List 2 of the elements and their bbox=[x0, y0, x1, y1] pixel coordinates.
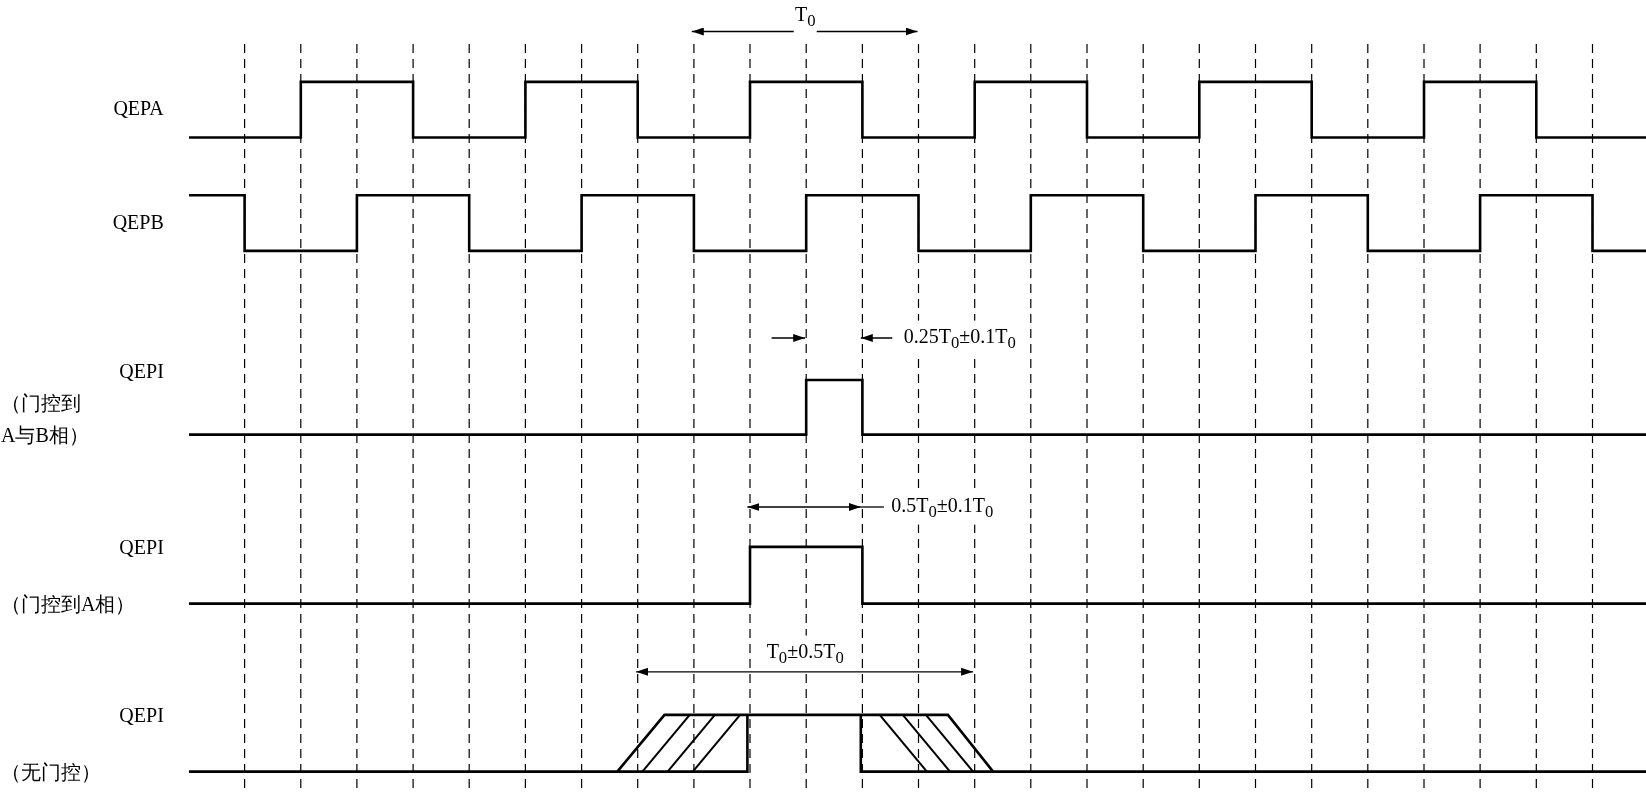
dimension-label: T$_{0}$±0.5T$_{0}$ bbox=[765, 635, 845, 671]
dimension-label: 0.25T$_{0}$±0.1T$_{0}$ bbox=[902, 320, 1017, 356]
